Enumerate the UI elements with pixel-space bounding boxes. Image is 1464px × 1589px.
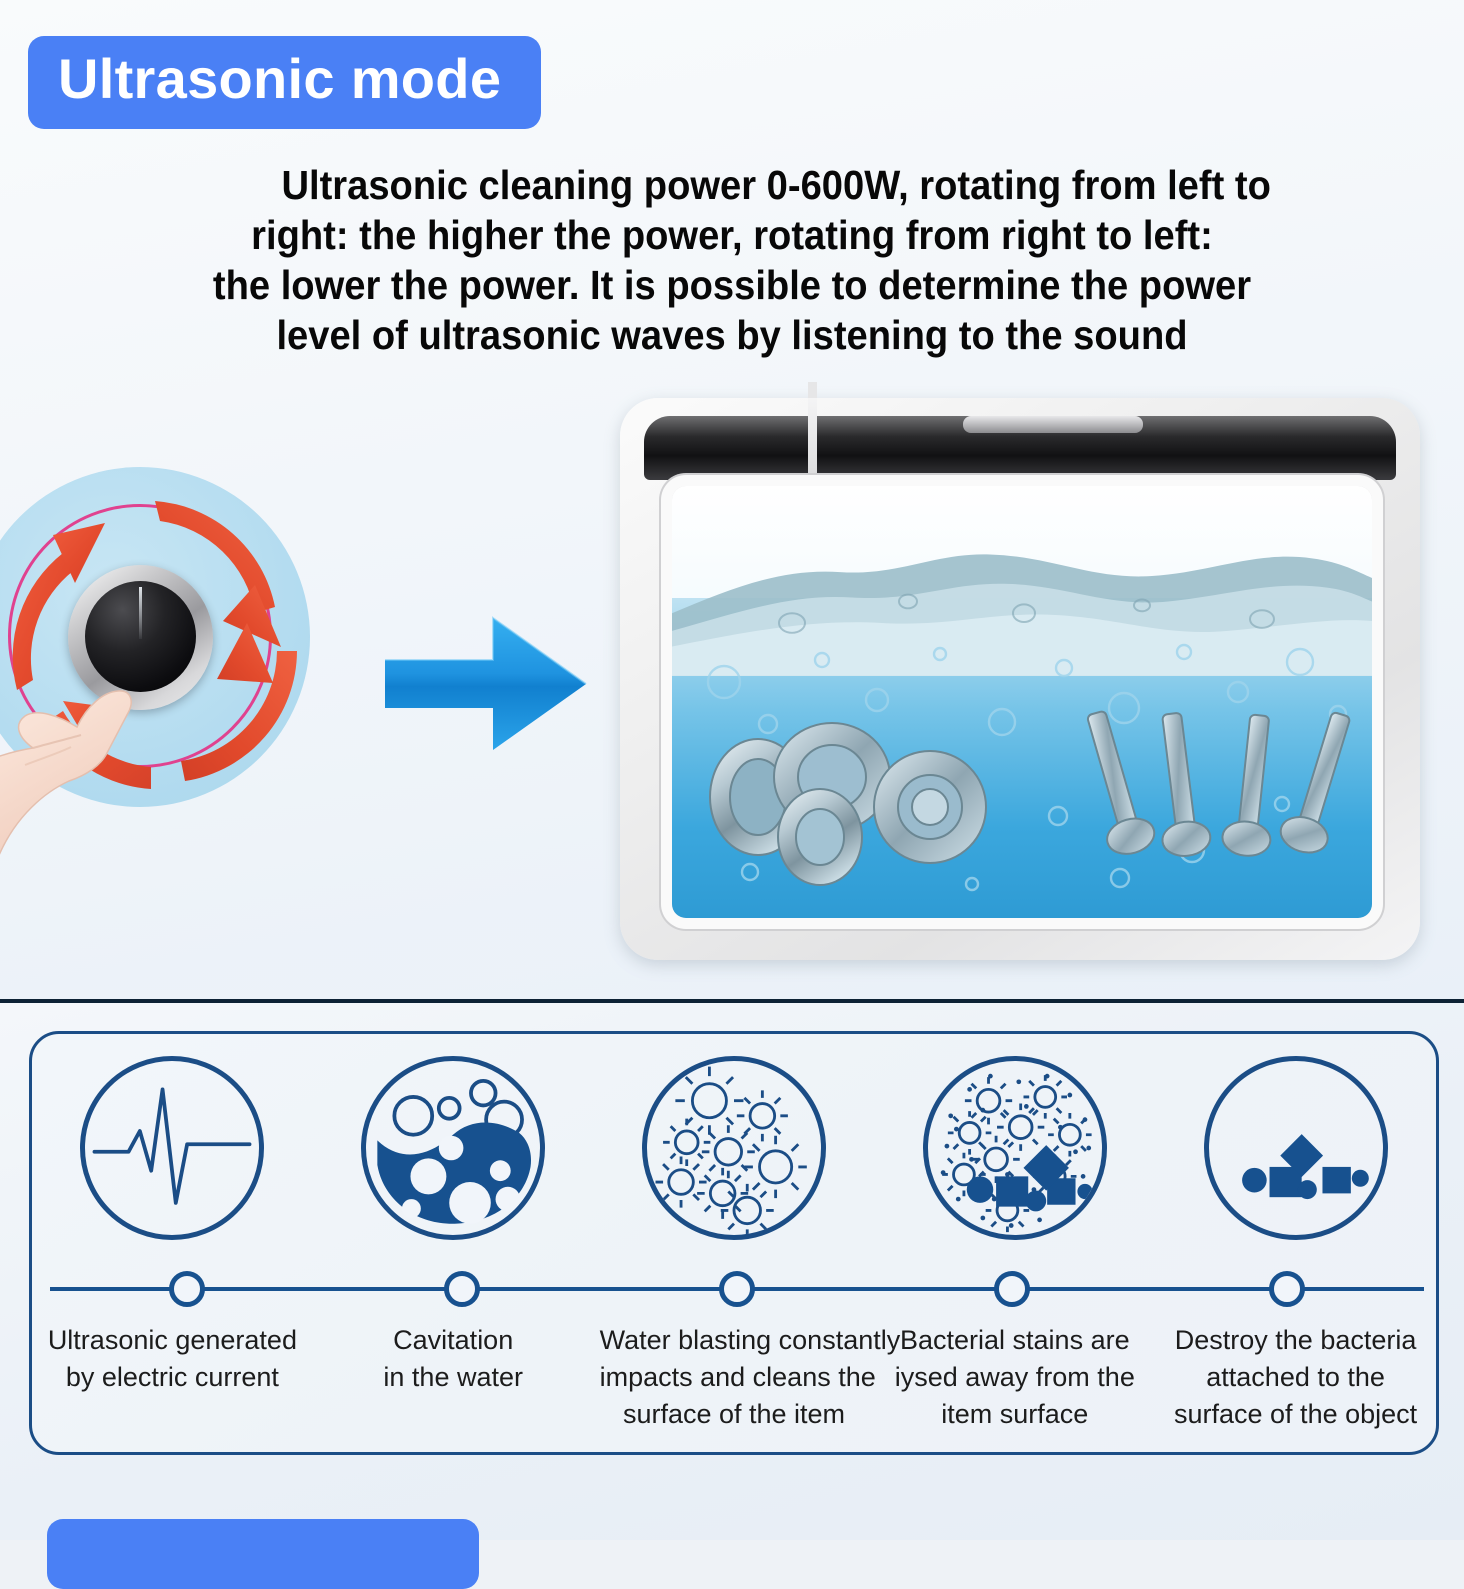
section-divider bbox=[0, 999, 1464, 1003]
waveform-icon bbox=[80, 1056, 265, 1240]
flow-arrow-icon bbox=[385, 616, 587, 750]
tank-lid-seam bbox=[808, 398, 817, 480]
caption-line: surface of the object bbox=[1174, 1399, 1418, 1429]
ultrasonic-mode-section: Ultrasonic mode Ultrasonic cleaning powe… bbox=[0, 0, 1464, 1000]
step-caption: Ultrasonic generated by electric current bbox=[32, 1322, 313, 1396]
destroyed-bacteria-icon bbox=[1203, 1056, 1388, 1240]
timeline-node bbox=[993, 1271, 1030, 1307]
knob-face[interactable] bbox=[85, 581, 196, 692]
process-card: Ultrasonic generated by electric current bbox=[29, 1031, 1439, 1455]
germs-icon bbox=[641, 1056, 826, 1240]
process-step: Water blasting constantly impacts and cl… bbox=[594, 1034, 901, 1452]
caption-line: impacts and cleans the bbox=[599, 1362, 876, 1392]
caption-line: Destroy the bacteria bbox=[1174, 1325, 1417, 1355]
cleaning-process-section: Ultrasonic generated by electric current bbox=[0, 1003, 1464, 1540]
cleaned-parts-illustration bbox=[709, 710, 1351, 886]
germs-with-particles-icon bbox=[922, 1056, 1107, 1240]
caption-line: Water blasting constantly bbox=[599, 1325, 901, 1355]
caption-line: iysed away from the bbox=[894, 1362, 1135, 1392]
knob-pointer-indicator bbox=[139, 587, 142, 639]
caption-line: surface of the item bbox=[622, 1399, 846, 1429]
section-title-badge: Ultrasonic mode bbox=[28, 36, 542, 129]
timeline-node bbox=[169, 1271, 206, 1307]
caption-line: attached to the bbox=[1206, 1362, 1385, 1392]
ultrasonic-cleaner-tank bbox=[620, 382, 1420, 960]
tank-lid-handle bbox=[963, 416, 1143, 433]
process-timeline bbox=[50, 1271, 1424, 1307]
intro-paragraph: Ultrasonic cleaning power 0-600W, rotati… bbox=[51, 160, 1413, 360]
next-section-badge bbox=[47, 1519, 479, 1589]
paragraph-line-2: right: the higher the power, rotating fr… bbox=[251, 212, 1213, 258]
knob-bezel[interactable] bbox=[68, 565, 213, 710]
caption-line: Cavitation bbox=[393, 1325, 514, 1355]
timeline-node bbox=[719, 1271, 755, 1307]
caption-line: item surface bbox=[941, 1399, 1089, 1429]
step-caption: Destroy the bacteria attached to the sur… bbox=[1155, 1322, 1436, 1433]
process-step: Ultrasonic generated by electric current bbox=[32, 1034, 313, 1452]
step-caption: Water blasting constantly impacts and cl… bbox=[594, 1322, 901, 1433]
hand-pointing-icon bbox=[0, 690, 132, 856]
knob-illustration bbox=[0, 455, 355, 856]
paragraph-line-1: Ultrasonic cleaning power 0-600W, rotati… bbox=[281, 162, 1271, 208]
process-step: Bacterial stains are iysed away from the… bbox=[874, 1034, 1155, 1452]
cavitation-bubbles-icon bbox=[361, 1056, 546, 1240]
step-caption: Bacterial stains are iysed away from the… bbox=[874, 1322, 1155, 1433]
caption-line: Ultrasonic generated bbox=[47, 1325, 297, 1355]
paragraph-line-3: the lower the power. It is possible to d… bbox=[212, 262, 1252, 308]
caption-line: in the water bbox=[383, 1362, 523, 1392]
caption-line: Bacterial stains are bbox=[899, 1325, 1130, 1355]
paragraph-line-4: level of ultrasonic waves by listening t… bbox=[276, 312, 1188, 358]
caption-line: by electric current bbox=[65, 1362, 279, 1392]
tank-water-view bbox=[672, 486, 1372, 918]
tank-hinge-stem bbox=[808, 382, 817, 402]
process-steps-row: Ultrasonic generated by electric current bbox=[32, 1034, 1436, 1452]
water-surface-wave bbox=[672, 554, 1372, 677]
timeline-node bbox=[1268, 1271, 1305, 1307]
step-caption: Cavitation in the water bbox=[313, 1322, 594, 1396]
process-step: Destroy the bacteria attached to the sur… bbox=[1155, 1034, 1436, 1452]
timeline-node bbox=[444, 1271, 481, 1307]
process-step: Cavitation in the water bbox=[313, 1034, 594, 1452]
